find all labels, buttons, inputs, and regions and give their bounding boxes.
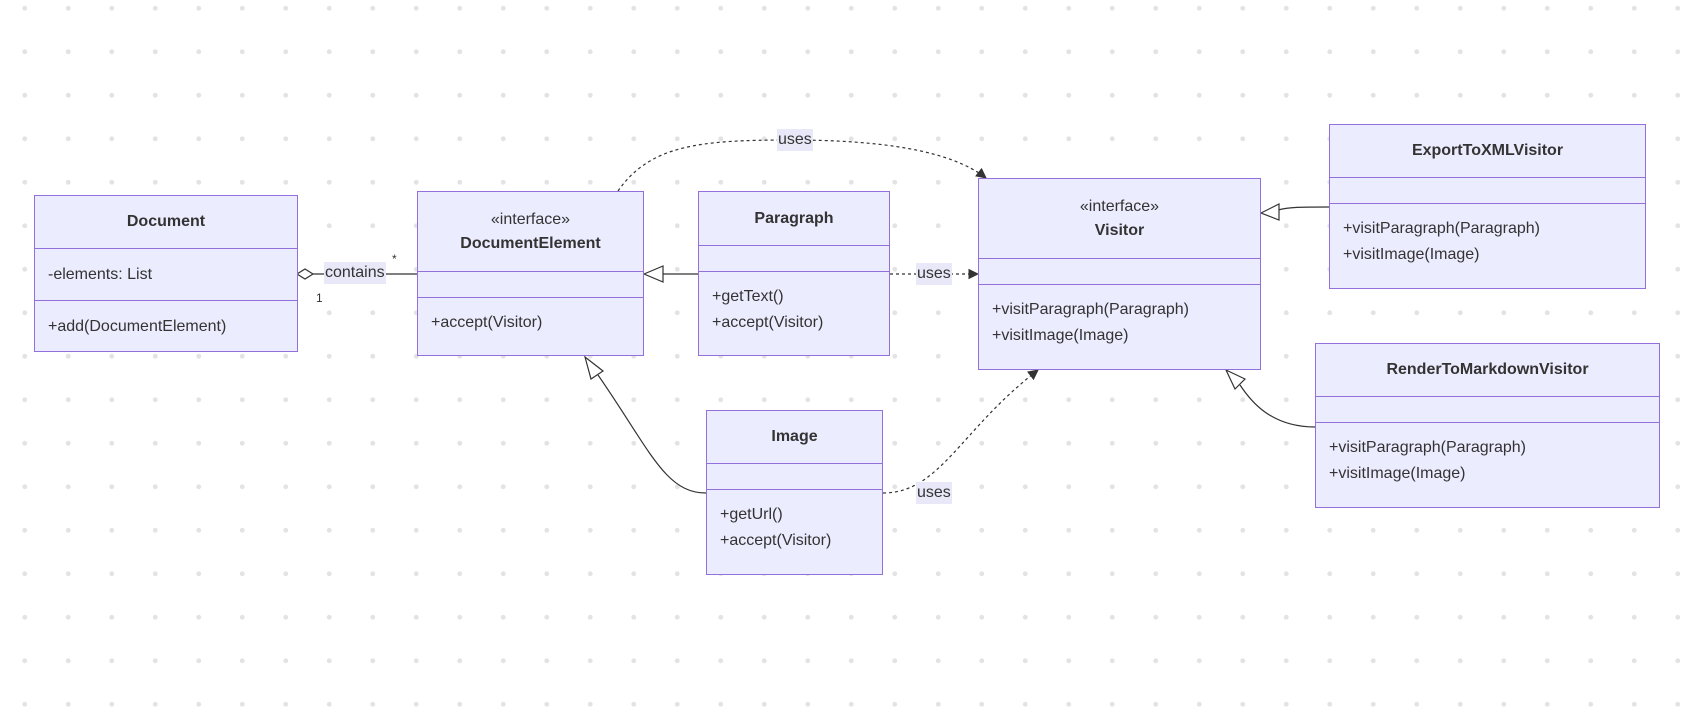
edge-label-contains: contains [324,262,386,284]
inheritance-triangle-icon [1259,203,1280,221]
method: +visitParagraph(Paragraph) [1343,220,1540,237]
class-name: DocumentElement [460,234,601,252]
target-multiplicity: * [392,252,397,266]
method: +accept(Visitor) [431,314,543,331]
dependency-edge-image-visitor [882,369,1039,494]
method: +accept(Visitor) [720,532,832,549]
class-image[interactable]: Image +getUrl() +accept(Visitor) [706,410,883,575]
aggregation-diamond-icon [295,268,315,280]
inheritance-edge-export-visitor [1259,203,1330,221]
inheritance-triangle-icon [642,265,664,283]
method: +add(DocumentElement) [48,318,227,335]
inheritance-edge-paragraph-element [642,265,698,283]
method: +visitImage(Image) [1329,465,1466,482]
class-name: Paragraph [754,209,834,227]
inheritance-triangle-icon [1224,368,1247,391]
method: +accept(Visitor) [712,314,824,331]
method: +visitImage(Image) [992,327,1129,344]
class-name: Visitor [1094,221,1145,239]
source-multiplicity: 1 [316,291,323,305]
class-name: ExportToXMLVisitor [1411,142,1564,159]
edge-label-uses: uses [916,482,952,504]
method: +getUrl() [720,506,783,523]
class-stereotype: «interface» [1079,197,1160,215]
class-render-to-markdown-visitor[interactable]: RenderToMarkdownVisitor +visitParagraph(… [1315,343,1660,508]
method: +visitParagraph(Paragraph) [992,301,1189,318]
inheritance-edge-image-element [583,355,707,494]
class-paragraph[interactable]: Paragraph +getText() +accept(Visitor) [698,191,890,356]
inheritance-edge-render-visitor [1224,368,1316,428]
class-name: Document [126,213,206,230]
method: +visitImage(Image) [1343,246,1480,263]
class-name: RenderToMarkdownVisitor [1386,361,1589,378]
attribute: -elements: List [48,266,153,283]
class-stereotype: «interface» [490,210,571,228]
inheritance-triangle-icon [583,355,605,380]
method: +getText() [712,288,784,305]
class-export-to-xml-visitor[interactable]: ExportToXMLVisitor +visitParagraph(Parag… [1329,124,1646,289]
class-document-element[interactable]: «interface» DocumentElement +accept(Visi… [417,191,644,356]
class-name: Image [771,428,818,445]
class-document[interactable]: Document -elements: List +add(DocumentEl… [34,195,298,352]
edge-label-uses: uses [916,263,952,285]
edge-label-uses: uses [777,129,813,151]
method: +visitParagraph(Paragraph) [1329,439,1526,456]
class-visitor[interactable]: «interface» Visitor +visitParagraph(Para… [978,178,1261,370]
